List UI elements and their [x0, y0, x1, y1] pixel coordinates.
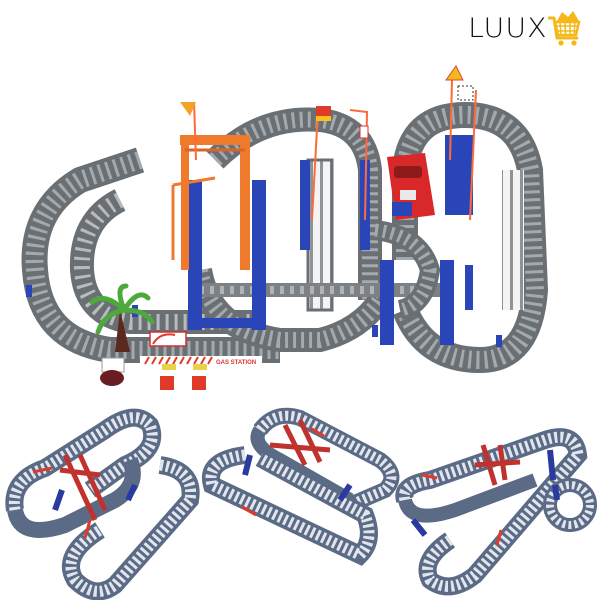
palm-tree [89, 283, 155, 352]
brand-name: LUUX [468, 12, 548, 44]
variant-layout-3 [395, 428, 597, 596]
track-accessories: GAS STATION [100, 331, 262, 390]
blue-supports [26, 135, 502, 347]
orange-gate [171, 135, 250, 270]
shopping-cart-icon [547, 11, 581, 46]
main-product-photo: GAS STATION [21, 65, 549, 390]
red-toy-car [387, 153, 435, 220]
gas-station-sign: GAS STATION [216, 360, 256, 366]
variant-layout-2 [202, 407, 400, 566]
arrow-icon [32, 466, 53, 474]
variant-layout-1 [5, 408, 200, 600]
right-track-loop [373, 101, 549, 374]
flags [180, 65, 477, 221]
red-bridge [269, 418, 331, 467]
red-bridge [474, 444, 521, 486]
arrow-icon [309, 426, 325, 438]
brand-logo[interactable]: LUUX [468, 4, 582, 52]
left-track-loop [21, 147, 280, 363]
red-bridge [59, 453, 108, 522]
arrow-icon [421, 473, 438, 480]
